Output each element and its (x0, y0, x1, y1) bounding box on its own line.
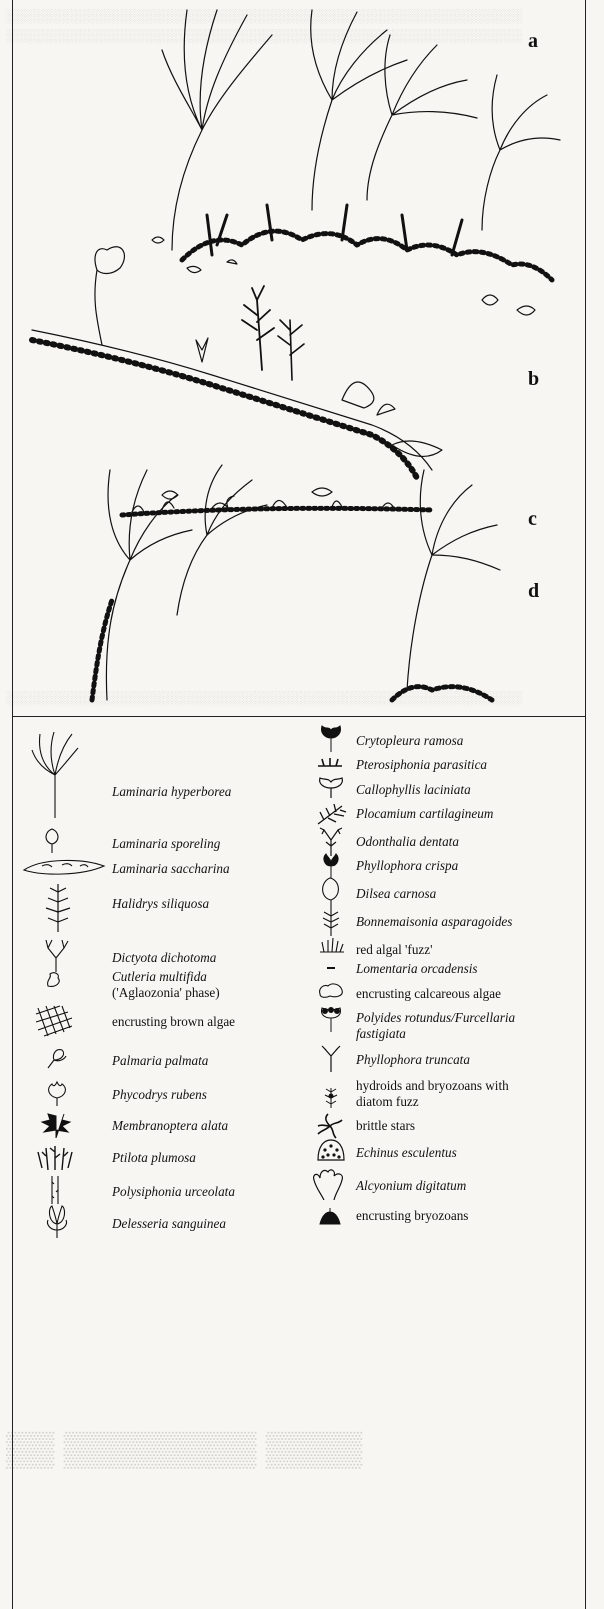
short-dash-icon (324, 964, 338, 972)
legend-label: Bonnemaisonia asparagoides (356, 914, 512, 929)
legend-label: Echinus esculentus (356, 1145, 457, 1160)
legend-label: Callophyllis laciniata (356, 782, 471, 797)
legend-label: Laminaria sporeling (112, 836, 220, 851)
legend-label-continued: ('Aglaozonia' phase) (112, 985, 220, 1000)
kelp-frond-icon (177, 465, 267, 615)
fleshy-blade-icon (318, 876, 344, 910)
legend-label: Dictyota dichotoma (112, 950, 216, 965)
legend-label: brittle stars (356, 1118, 415, 1133)
feather-plume-icon (36, 1142, 74, 1170)
legend-label: Phycodrys rubens (112, 1087, 207, 1102)
panel-label-b: b (528, 368, 539, 391)
legend-label: hydroids and bryozoans with (356, 1078, 509, 1093)
legend-label-continued: diatom fuzz (356, 1094, 419, 1109)
legend-label: Halidrys siliquosa (112, 896, 209, 911)
crosshatch-patch-icon (34, 1004, 74, 1038)
community-illustration (12, 0, 586, 716)
lobed-crust-icon (44, 970, 64, 990)
sea-urchin-icon (316, 1138, 346, 1164)
panel-b-drawing (32, 247, 442, 478)
kelp-frond-icon (162, 10, 272, 250)
kelp-frond-icon (106, 470, 192, 700)
forked-branch-icon (42, 938, 70, 972)
legend-label: Odonthalia dentata (356, 834, 459, 849)
fuzz-tuft-icon (318, 936, 346, 954)
legend-label-continued: fastigiata (356, 1026, 406, 1041)
branching-weed-icon (36, 882, 80, 932)
bryozoan-blob-icon (318, 1206, 342, 1226)
legend-label: encrusting brown algae (112, 1014, 235, 1029)
legend-label: Delesseria sanguinea (112, 1216, 226, 1231)
ribbon-blade-icon (22, 856, 106, 878)
curly-blade-icon (318, 852, 344, 878)
legend-label: Palmaria palmata (112, 1053, 208, 1068)
oak-leaf-icon (44, 1080, 70, 1106)
sporeling-leaf-icon (42, 828, 62, 854)
legend-label: red algal 'fuzz' (356, 942, 433, 957)
palm-blade-icon (44, 1046, 68, 1070)
legend-label: encrusting bryozoans (356, 1208, 468, 1223)
legend-label: encrusting calcareous algae (356, 986, 501, 1001)
kelp-frond-icon (482, 75, 560, 230)
fan-blade-icon (316, 776, 346, 798)
kelp-frond-icon (311, 10, 407, 210)
dead-mans-fingers-icon (310, 1166, 350, 1200)
legend-label: Lomentaria orcadensis (356, 961, 478, 976)
legend-label: Alcyonium digitatum (356, 1178, 466, 1193)
panel-label-d: d (528, 580, 539, 603)
legend-label: Polysiphonia urceolata (112, 1184, 235, 1199)
panel-d-drawing (92, 465, 500, 700)
legend-label: Dilsea carnosa (356, 886, 436, 901)
red-leaf-icon (42, 1204, 72, 1238)
legend-label: Polyides rotundus/Furcellaria (356, 1010, 515, 1025)
tiny-tuft-icon (316, 756, 344, 768)
legend-label: Cutleria multifida (112, 969, 207, 984)
feathery-stalk-icon (318, 906, 344, 936)
thin-filament-icon (48, 1174, 62, 1204)
legend-label: Membranoptera alata (112, 1118, 228, 1133)
legend-label: Ptilota plumosa (112, 1150, 196, 1165)
legend-label: Crytopleura ramosa (356, 733, 463, 748)
ruffled-frond-icon (316, 724, 346, 752)
legend-label: Plocamium cartilagineum (356, 806, 493, 821)
kelp-frond-icon (367, 35, 477, 200)
legend-label: Phyllophora truncata (356, 1052, 470, 1067)
calcareous-crust-icon (316, 980, 346, 1000)
winged-blade-icon (40, 1112, 72, 1138)
kelp-frond-icon (407, 470, 500, 690)
hydroid-cluster-icon (322, 1086, 340, 1108)
legend-label: Laminaria hyperborea (112, 784, 231, 799)
kelp-frond-icon (30, 730, 80, 820)
tufted-cylinder-icon (316, 1004, 346, 1032)
legend-label: Pterosiphonia parasitica (356, 757, 487, 772)
legend-label: Phyllophora crispa (356, 858, 458, 873)
truncate-stalk-icon (320, 1044, 342, 1072)
brittle-star-icon (316, 1112, 344, 1140)
legend-label: Laminaria saccharina (112, 861, 230, 876)
panel-label-c: c (528, 508, 537, 531)
comb-branch-icon (314, 800, 348, 826)
community-diagram: a b c d (12, 0, 586, 1609)
panel-label-a: a (528, 30, 538, 53)
panel-a-drawing (152, 10, 560, 315)
